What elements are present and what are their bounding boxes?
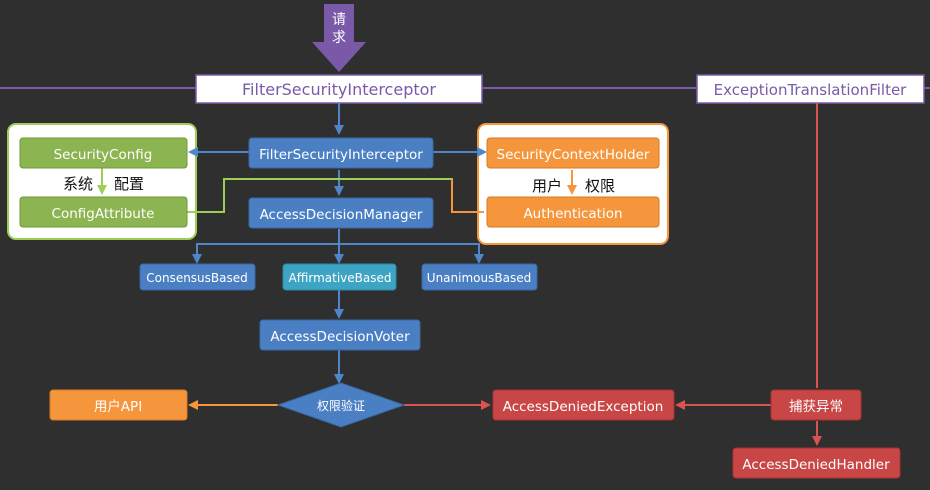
access-decision-manager-node: AccessDecisionManager	[248, 197, 434, 229]
svg-text:捕获异常: 捕获异常	[789, 399, 843, 415]
svg-text:SecurityConfig: SecurityConfig	[54, 147, 153, 163]
access-denied-handler-node: AccessDeniedHandler	[732, 447, 901, 479]
svg-text:ConfigAttribute: ConfigAttribute	[52, 206, 155, 222]
catch-exception-node: 捕获异常	[770, 389, 862, 421]
request-label-1: 请	[332, 12, 346, 28]
svg-text:SecurityContextHolder: SecurityContextHolder	[497, 147, 650, 163]
authentication-node: Authentication	[486, 196, 660, 228]
exception-translation-filter-box: ExceptionTranslationFilter	[696, 74, 925, 104]
svg-text:FilterSecurityInterceptor: FilterSecurityInterceptor	[259, 147, 423, 163]
label-config: 配置	[114, 175, 144, 193]
svg-text:权限验证: 权限验证	[317, 398, 365, 413]
access-decision-voter-node: AccessDecisionVoter	[259, 319, 421, 351]
svg-text:ConsensusBased: ConsensusBased	[146, 271, 248, 285]
security-context-holder-node: SecurityContextHolder	[486, 137, 660, 169]
svg-text:用户API: 用户API	[94, 398, 142, 415]
svg-text:UnanimousBased: UnanimousBased	[427, 271, 531, 285]
etf-top-label: ExceptionTranslationFilter	[714, 81, 908, 99]
svg-text:AccessDeniedException: AccessDeniedException	[503, 399, 664, 415]
unanimous-based-node: UnanimousBased	[421, 263, 538, 291]
svg-text:AccessDecisionManager: AccessDecisionManager	[260, 207, 423, 223]
fsi-inner-node: FilterSecurityInterceptor	[248, 137, 434, 169]
fsi-top-label: FilterSecurityInterceptor	[242, 80, 436, 99]
svg-text:AccessDeniedHandler: AccessDeniedHandler	[742, 457, 890, 473]
request-arrow: 请 求	[312, 4, 366, 72]
access-denied-exception-node: AccessDeniedException	[492, 389, 675, 421]
consensus-based-node: ConsensusBased	[139, 263, 256, 291]
label-permission: 权限	[585, 177, 615, 195]
svg-text:AffirmativeBased: AffirmativeBased	[289, 271, 392, 285]
connectors	[97, 103, 822, 446]
config-attribute-node: ConfigAttribute	[19, 196, 188, 228]
request-label-2: 求	[332, 30, 346, 46]
label-user: 用户	[532, 177, 562, 195]
label-system: 系统	[63, 175, 93, 193]
user-api-node: 用户API	[49, 389, 188, 421]
affirmative-based-node: AffirmativeBased	[282, 263, 397, 291]
security-config-node: SecurityConfig	[19, 137, 188, 169]
svg-text:AccessDecisionVoter: AccessDecisionVoter	[270, 329, 410, 345]
permission-check-diamond: 权限验证	[276, 382, 406, 428]
filter-security-interceptor-box: FilterSecurityInterceptor	[195, 74, 483, 104]
svg-text:Authentication: Authentication	[523, 206, 622, 222]
